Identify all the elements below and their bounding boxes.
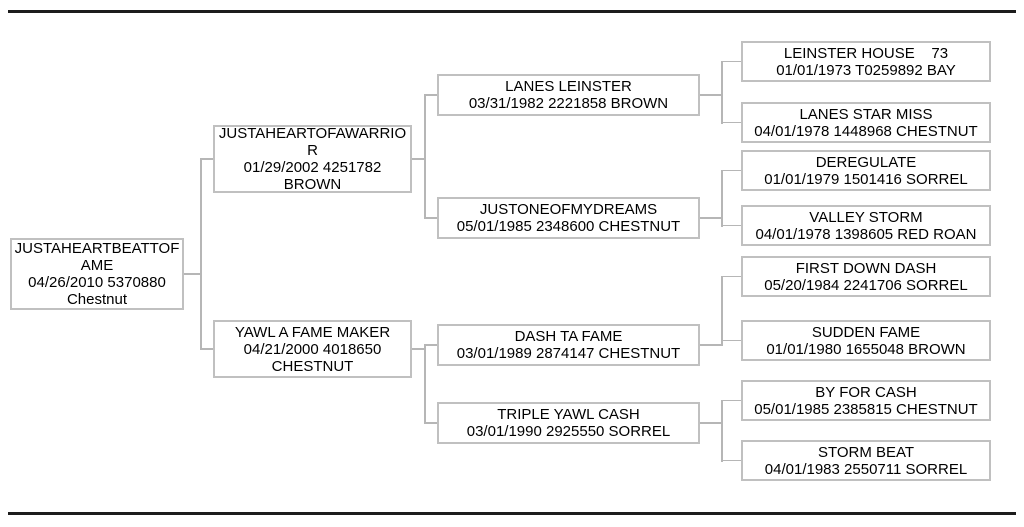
pedigree-connector-line <box>721 399 723 462</box>
horse-info-line: 01/29/2002 4251782 <box>243 159 382 176</box>
pedigree-connector-line <box>721 339 741 341</box>
pedigree-connector-line <box>700 344 721 346</box>
horse-info-line: 04/01/1983 2550711 SORREL <box>764 460 968 478</box>
horse-info-line: 04/01/1978 1398605 RED ROAN <box>755 225 977 243</box>
horse-info-line: 05/01/1985 2348600 CHESTNUT <box>456 218 681 235</box>
pedigree-connector-line <box>424 217 437 219</box>
pedigree-connector-line <box>200 348 213 350</box>
top-rule <box>8 10 1016 13</box>
horse-info-line: BROWN <box>283 176 342 193</box>
pedigree-connector-line <box>721 121 741 123</box>
horse-info-line: Chestnut <box>66 291 128 308</box>
pedigree-connector-line <box>200 158 202 350</box>
horse-name-line: JUSTONEOFMYDREAMS <box>479 201 658 218</box>
pedigree-connector-line <box>721 224 741 226</box>
horse-name-line: DASH TA FAME <box>514 328 623 345</box>
horse-info-line: CHESTNUT <box>271 357 354 375</box>
pedigree-connector-line <box>412 158 424 160</box>
bottom-rule <box>8 512 1016 515</box>
horse-name-line: JUSTAHEARTBEATTOF <box>14 240 180 257</box>
horse-name-line: TRIPLE YAWL CASH <box>497 406 640 423</box>
horse-name-line: JUSTAHEARTOFAWARRIO <box>218 125 407 142</box>
pedigree-connector-line <box>184 273 200 275</box>
pedigree-connector-line <box>721 60 723 124</box>
pedigree-connector-line <box>412 348 424 350</box>
pedigree-connector-line <box>424 94 437 96</box>
pedigree-connector-line <box>424 344 437 346</box>
pedigree-connector-line <box>721 169 741 171</box>
pedigree-connector-line <box>721 60 741 62</box>
pedigree-connector-line <box>700 94 721 96</box>
horse-info-line: 01/01/1980 1655048 BROWN <box>766 340 966 358</box>
horse-name-line: YAWL A FAME MAKER <box>234 323 391 341</box>
pedigree-connector-line <box>721 169 723 227</box>
horse-name-line: LANES LEINSTER <box>505 78 632 95</box>
pedigree-connector-line <box>424 344 426 424</box>
horse-info-line: R <box>307 142 318 159</box>
horse-name-line: LEINSTER HOUSE 73 <box>783 44 949 62</box>
horse-info-line: 05/01/1985 2385815 CHESTNUT <box>754 400 978 418</box>
horse-info-line: 03/01/1989 2874147 CHESTNUT <box>456 345 681 362</box>
horse-name-line: BY FOR CASH <box>815 383 917 401</box>
pedigree-connector-line <box>721 399 741 401</box>
horse-name-line: SUDDEN FAME <box>811 323 921 341</box>
pedigree-connector-line <box>424 422 437 424</box>
horse-info-line: 03/31/1982 2221858 BROWN <box>468 95 669 112</box>
horse-name-line: VALLEY STORM <box>809 208 923 226</box>
pedigree-connector-line <box>200 158 213 160</box>
pedigree-connector-line <box>721 275 741 277</box>
horse-info-line: 01/01/1979 1501416 SORREL <box>764 170 968 188</box>
horse-name-line: STORM BEAT <box>817 443 915 461</box>
horse-info-line: 04/26/2010 5370880 <box>28 274 166 291</box>
horse-info-line: 03/01/1990 2925550 SORREL <box>466 423 671 440</box>
pedigree-connector-line <box>721 275 723 346</box>
pedigree-connector-line <box>424 94 426 219</box>
horse-info-line: 04/01/1978 1448968 CHESTNUT <box>754 122 978 140</box>
horse-name-line: DEREGULATE <box>815 153 917 171</box>
horse-info-line: 04/21/2000 4018650 <box>243 340 382 358</box>
horse-info-line: 05/20/1984 2241706 SORREL <box>764 276 968 294</box>
horse-info-line: AME <box>80 257 114 274</box>
pedigree-connector-line <box>721 459 741 461</box>
pedigree-connector-line <box>700 217 721 219</box>
horse-name-line: FIRST DOWN DASH <box>795 259 937 277</box>
horse-info-line: 01/01/1973 T0259892 BAY <box>776 61 956 79</box>
pedigree-connector-line <box>700 422 721 424</box>
horse-name-line: LANES STAR MISS <box>799 105 933 123</box>
